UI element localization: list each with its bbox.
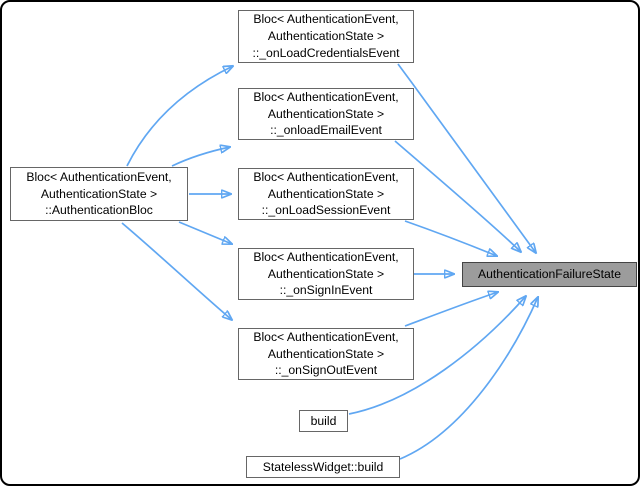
node-label: StatelessWidget::build [262, 459, 384, 474]
edge-bloc-to-signout [121, 222, 232, 320]
node-build[interactable]: build [299, 410, 348, 432]
edge-bloc-to-signin [178, 221, 232, 244]
node-on-load-credentials-event[interactable]: Bloc< AuthenticationEvent, Authenticatio… [238, 10, 414, 63]
node-label: Bloc< AuthenticationEvent, Authenticatio… [253, 169, 399, 218]
node-label: Bloc< AuthenticationEvent, Authenticatio… [252, 12, 400, 60]
node-label: Bloc< AuthenticationEvent, Authenticatio… [253, 329, 399, 378]
node-on-sign-out-event[interactable]: Bloc< AuthenticationEvent, Authenticatio… [238, 328, 414, 380]
node-label: build [310, 413, 337, 428]
edge-loademail-to-failure [394, 140, 521, 252]
node-on-load-session-event[interactable]: Bloc< AuthenticationEvent, Authenticatio… [238, 168, 414, 220]
node-label: Bloc< AuthenticationEvent, Authenticatio… [253, 249, 399, 298]
node-label: Bloc< AuthenticationEvent, Authenticatio… [26, 169, 172, 218]
edge-loadsession-to-failure [404, 220, 497, 256]
edge-signout-to-failure [404, 292, 498, 327]
edge-bloc-to-loademail [171, 147, 230, 167]
node-authentication-failure-state: AuthenticationFailureState [462, 262, 637, 287]
node-on-sign-in-event[interactable]: Bloc< AuthenticationEvent, Authenticatio… [238, 248, 414, 300]
edge-statelessbuild-to-failure [399, 297, 538, 460]
node-onload-email-event[interactable]: Bloc< AuthenticationEvent, Authenticatio… [238, 88, 414, 140]
edge-loadcredentials-to-failure [397, 63, 536, 253]
node-label: AuthenticationFailureState [478, 267, 621, 282]
edge-build-to-failure [348, 296, 526, 415]
node-statelesswidget-build[interactable]: StatelessWidget::build [246, 456, 400, 478]
edge-bloc-to-loadcredentials [126, 66, 233, 167]
node-label: Bloc< AuthenticationEvent, Authenticatio… [253, 89, 399, 138]
node-authentication-bloc[interactable]: Bloc< AuthenticationEvent, Authenticatio… [10, 167, 188, 221]
